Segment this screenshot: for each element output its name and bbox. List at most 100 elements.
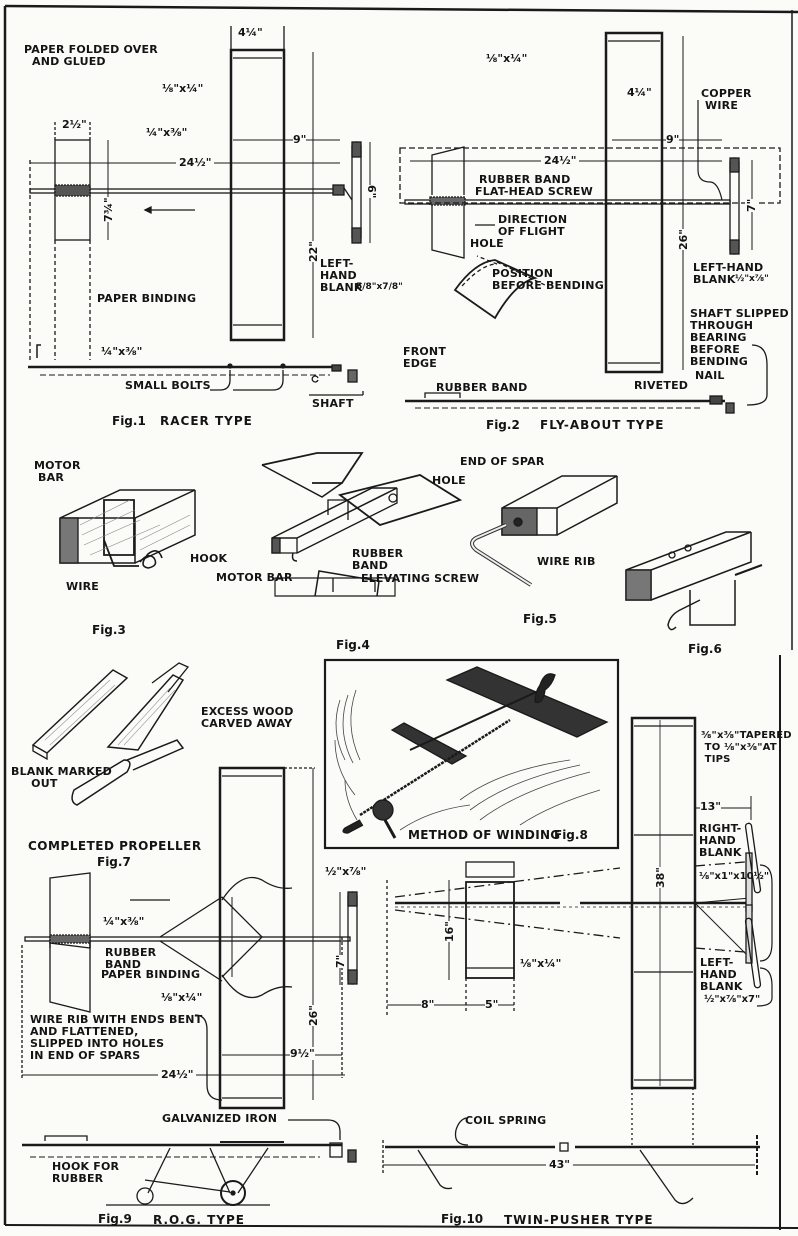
fig10-dim-elevator-spar: ⅛"x¼" bbox=[520, 957, 562, 970]
fig1-title: RACER TYPE bbox=[160, 414, 253, 428]
fig9-dim-overall-length: 24½" bbox=[158, 1068, 197, 1081]
fig1-dim-stabilizer-span: 7¾" bbox=[102, 197, 115, 222]
fig2-label-hole: HOLE bbox=[470, 237, 504, 250]
fig1-dim-overall-length: 24½" bbox=[176, 156, 215, 169]
fig10-dim-bearing: ⅛"x1"x10½" bbox=[699, 871, 770, 882]
fig2-label-rubber-band-side: RUBBER BAND bbox=[436, 381, 528, 394]
fig3-motor-bar-hook bbox=[59, 489, 196, 569]
fig3-label-hook: HOOK bbox=[190, 552, 228, 565]
fig9-label-galvanized-iron: GALVANIZED IRON bbox=[162, 1112, 278, 1125]
fig5-label-end-of-spar: END OF SPAR bbox=[460, 455, 545, 468]
fig4-label-elevating-screw: ELEVATING SCREW bbox=[361, 572, 480, 585]
fig7-number: Fig.7 bbox=[97, 855, 131, 869]
fig10-dim-elevator-chord: 5" bbox=[485, 998, 499, 1011]
fig8-frame bbox=[323, 658, 620, 850]
fig8-number: Fig.8 bbox=[554, 828, 588, 842]
fig9-dim-wingspan: 26" bbox=[307, 1004, 320, 1026]
fig1-label-left-hand-blank: LEFT- HAND BLANK bbox=[320, 257, 363, 294]
fig2-dim-overall-length: 24½" bbox=[541, 154, 580, 167]
fig1-dim-spar: ⅛"x¼" bbox=[162, 82, 204, 95]
fig4-label-hole: HOLE bbox=[432, 474, 466, 487]
fig2-label-shaft-slipped: SHAFT SLIPPED THROUGH BEARING BEFORE BEN… bbox=[690, 307, 789, 368]
fig9-label-hook-for-rubber: HOOK FOR RUBBER bbox=[52, 1160, 120, 1185]
fig9-dim-propeller-blank: ½"x⅞" bbox=[325, 865, 367, 878]
fig8-elevator bbox=[390, 722, 468, 765]
fig1-dim-wing-chord: 4¼" bbox=[238, 26, 263, 39]
fig2-label-front-edge: FRONT EDGE bbox=[403, 345, 447, 370]
fig1-dim-blank-size: 5/8"x7/8" bbox=[356, 282, 403, 292]
fig2-label-position-before: POSITION BEFORE BENDING bbox=[492, 267, 604, 292]
fig10-dim-elevator-span: 16" bbox=[443, 920, 456, 942]
fig8-winding-illustration bbox=[323, 658, 620, 850]
fig1-label-small-bolts: SMALL BOLTS bbox=[125, 379, 211, 392]
fig9-title: R.O.G. TYPE bbox=[153, 1213, 245, 1227]
fig9-dim-spar: ⅛"x¼" bbox=[161, 991, 203, 1004]
fig2-label-rubber-band: RUBBER BAND bbox=[479, 173, 571, 186]
fig3-label-motor-bar: MOTOR BAR bbox=[34, 459, 81, 484]
fig7-label-excess-wood: EXCESS WOOD CARVED AWAY bbox=[201, 705, 294, 730]
fig10-dim-wingspan: 38" bbox=[654, 866, 667, 888]
fig10-label-coil-spring: COIL SPRING bbox=[465, 1114, 547, 1127]
fig9-number: Fig.9 bbox=[98, 1212, 132, 1226]
fig2-dim-tail-gap: 9" bbox=[666, 133, 680, 146]
fig7-label-blank-marked-out: BLANK MARKED OUT bbox=[11, 765, 112, 790]
fig4-label-motor-bar: MOTOR BAR bbox=[216, 571, 293, 584]
fig10-title: TWIN-PUSHER TYPE bbox=[504, 1213, 654, 1227]
fig1-dim-motor-stick: ¼"x⅜" bbox=[146, 126, 188, 139]
fig2-label-copper-wire: COPPER WIRE bbox=[701, 87, 752, 112]
fig5-wire-rib bbox=[470, 475, 618, 587]
fig1-racer-drawing bbox=[28, 26, 371, 396]
fig8-title: METHOD OF WINDING bbox=[408, 828, 561, 842]
fig9-rog-drawing bbox=[21, 766, 358, 1206]
fig5-number: Fig.5 bbox=[523, 612, 557, 626]
fig2-bent-stabilizer bbox=[453, 259, 538, 320]
fig2-title: FLY-ABOUT TYPE bbox=[540, 418, 665, 432]
fig10-label-right-hand-blank: RIGHT- HAND BLANK bbox=[699, 822, 742, 859]
fig1-dim-side-stick: ¼"x⅜" bbox=[101, 345, 143, 358]
fig2-dim-spar: ⅛"x¼" bbox=[486, 52, 528, 65]
fig2-dim-wing-chord: 4¼" bbox=[627, 86, 652, 99]
fig9-dim-wing-chord: 9½" bbox=[290, 1047, 315, 1060]
fig1-label-paper-binding: PAPER BINDING bbox=[97, 292, 197, 305]
fig10-dim-blank-size: ½"x⅞"x7" bbox=[704, 994, 761, 1005]
fig7-propeller-carving bbox=[31, 662, 190, 806]
fig6-number: Fig.6 bbox=[688, 642, 722, 656]
fig7-title: COMPLETED PROPELLER bbox=[28, 839, 202, 853]
fig1-dim-stabilizer-chord: 2½" bbox=[62, 118, 87, 131]
fig9-label-rubber-band: RUBBER BAND bbox=[105, 946, 157, 971]
fig2-number: Fig.2 bbox=[486, 418, 520, 432]
fig10-dim-prop-spacing: 13" bbox=[700, 800, 722, 813]
fig10-elevator bbox=[465, 881, 515, 979]
fig3-number: Fig.3 bbox=[92, 623, 126, 637]
fig1-dim-tail-gap: 9" bbox=[293, 133, 307, 146]
fig10-number: Fig.10 bbox=[441, 1212, 484, 1226]
fig5-label-wire-rib: WIRE RIB bbox=[537, 555, 596, 568]
fig1-dim-wingspan: 22" bbox=[307, 240, 320, 262]
fig9-motor-stick bbox=[24, 936, 351, 942]
fig4-label-rubber-band: RUBBER BAND bbox=[352, 547, 404, 572]
fig6-bearing bbox=[625, 531, 763, 631]
fig1-dim-propeller: 6" bbox=[365, 185, 378, 199]
fig9-dim-propeller: 7" bbox=[334, 954, 347, 968]
fig2-dim-propeller: 7" bbox=[745, 198, 758, 212]
fig2-label-riveted: RIVETED bbox=[634, 379, 689, 392]
fig10-twin-pusher-drawing bbox=[382, 716, 773, 1205]
fig9-dim-motor-stick: ¼"x⅜" bbox=[103, 915, 145, 928]
fig2-label-direction: DIRECTION OF FLIGHT bbox=[498, 213, 568, 238]
fig9-wing bbox=[218, 766, 286, 1110]
fig9-label-wire-rib: WIRE RIB WITH ENDS BENT AND FLATTENED, S… bbox=[30, 1013, 203, 1062]
fig4-number: Fig.4 bbox=[336, 638, 370, 652]
fig8-main-wing bbox=[445, 666, 609, 738]
fig1-label-paper-folded: PAPER FOLDED OVER AND GLUED bbox=[24, 43, 158, 68]
fig10-dim-overall-length: 43" bbox=[546, 1158, 574, 1171]
fig2-label-nail: NAIL bbox=[695, 369, 725, 382]
page-frame bbox=[3, 4, 798, 1230]
fig4-elevator-mount bbox=[261, 452, 463, 597]
fig10-label-left-hand-blank: LEFT- HAND BLANK bbox=[700, 956, 743, 993]
fig10-label-spar-taper: ⅜"x⅜"TAPERED TO ⅛"x⅜"AT TIPS bbox=[701, 730, 792, 765]
fig9-label-paper-binding: PAPER BINDING bbox=[101, 968, 201, 981]
fig2-label-left-hand-blank: LEFT-HAND BLANK bbox=[693, 261, 764, 286]
fig2-label-flat-head-screw: FLAT-HEAD SCREW bbox=[475, 185, 593, 198]
fig10-left-propeller bbox=[745, 904, 753, 964]
